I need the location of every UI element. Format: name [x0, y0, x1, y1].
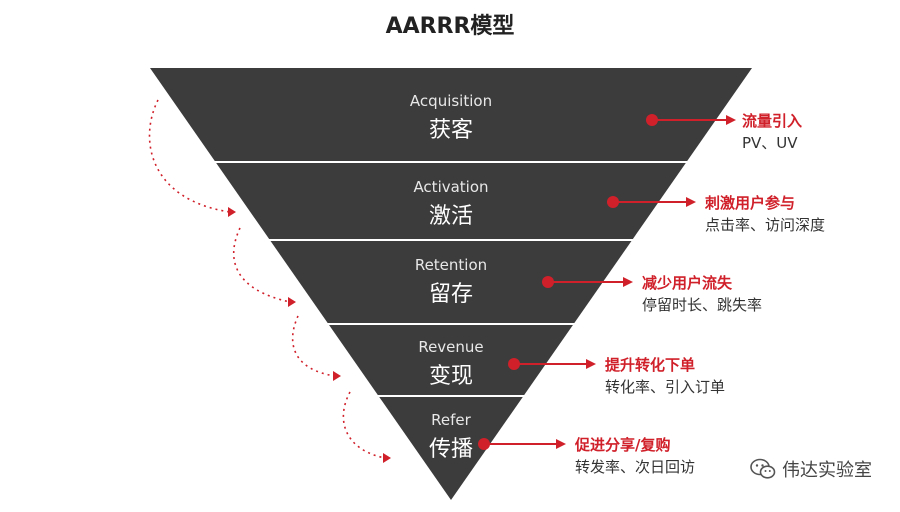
- stage-en-label: Activation: [413, 178, 489, 196]
- flow-arrowhead-3: [333, 371, 341, 381]
- stage-zh-label: 传播: [428, 437, 473, 462]
- pointer-head-2: [686, 197, 696, 207]
- stage-activation: Activation 激活: [371, 178, 531, 230]
- stage-zh-label: 获客: [428, 118, 473, 143]
- annotation-retention: 减少用户流失 停留时长、跳失率: [642, 272, 762, 316]
- flow-arrowheads: [228, 207, 391, 463]
- annotation-goal: 促进分享/复购: [575, 436, 671, 454]
- watermark: 伟达实验室: [750, 456, 872, 482]
- annotation-goal: 提升转化下单: [605, 356, 696, 374]
- stage-zh-label: 变现: [428, 364, 473, 389]
- wechat-icon: [750, 458, 776, 479]
- stage-en-label: Acquisition: [409, 92, 493, 110]
- stage-zh-label: 激活: [428, 204, 473, 229]
- pointer-head-5: [556, 439, 566, 449]
- flow-arrowhead-1: [228, 207, 236, 217]
- flow-arrowhead-4: [383, 453, 391, 463]
- annotation-metric: 转发率、次日回访: [575, 458, 696, 476]
- flow-arrowhead-2: [288, 297, 296, 307]
- annotation-metric: 停留时长、跳失率: [642, 296, 763, 314]
- annotation-metric: 转化率、引入订单: [605, 378, 726, 396]
- pointer-head-4: [586, 359, 596, 369]
- annotation-revenue: 提升转化下单 转化率、引入订单: [605, 354, 725, 398]
- pointer-arrows: [478, 114, 736, 450]
- annotation-activation: 刺激用户参与 点击率、访问深度: [705, 192, 825, 236]
- pointer-head-3: [623, 277, 633, 287]
- stage-en-label: Revenue: [418, 338, 484, 356]
- stage-zh-label: 留存: [428, 282, 473, 307]
- annotation-refer: 促进分享/复购 转发率、次日回访: [575, 434, 695, 478]
- flow-arrows: [148, 99, 386, 459]
- stage-acquisition: Acquisition 获客: [371, 92, 531, 144]
- annotation-goal: 刺激用户参与: [705, 194, 796, 212]
- stage-refer: Refer 传播: [371, 411, 531, 463]
- annotation-goal: 减少用户流失: [642, 274, 733, 292]
- annotation-metric: 点击率、访问深度: [705, 216, 826, 234]
- flow-arrow-1: [148, 99, 231, 213]
- annotation-goal: 流量引入: [742, 112, 803, 130]
- annotation-acquisition: 流量引入 PV、UV: [742, 110, 802, 154]
- stage-en-label: Refer: [431, 411, 471, 429]
- stage-en-label: Retention: [414, 256, 488, 274]
- stage-retention: Retention 留存: [371, 256, 531, 308]
- annotation-metric: PV、UV: [742, 134, 798, 152]
- pointer-head-1: [726, 115, 736, 125]
- watermark-text: 伟达实验室: [782, 460, 872, 481]
- funnel-triangle: [150, 68, 752, 500]
- flow-arrow-4: [342, 391, 386, 459]
- page-title: AARRR模型: [385, 14, 515, 39]
- stage-revenue: Revenue 变现: [371, 338, 531, 390]
